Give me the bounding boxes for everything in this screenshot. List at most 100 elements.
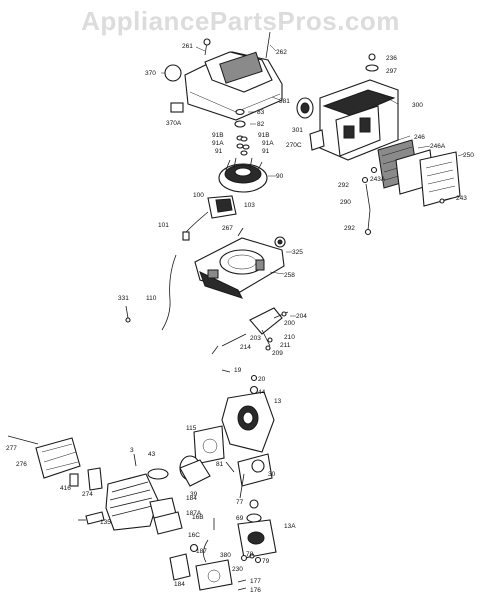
blower-housing[interactable] xyxy=(194,237,285,299)
label-292-upper: 292 xyxy=(338,182,349,189)
engine-shroud[interactable] xyxy=(184,51,283,121)
label-91a-left: 91A xyxy=(212,140,224,147)
clamp-292b[interactable] xyxy=(364,228,372,236)
air-cleaner-housing[interactable] xyxy=(319,79,399,161)
gasket-274[interactable] xyxy=(87,467,103,491)
tube-290[interactable] xyxy=(365,183,371,231)
tube-16c[interactable] xyxy=(203,539,209,563)
filter-187[interactable] xyxy=(189,543,199,553)
nut-group-91[interactable] xyxy=(236,135,250,156)
label-292-lower: 292 xyxy=(344,225,355,232)
bolt-277[interactable] xyxy=(7,435,39,445)
washer-83[interactable] xyxy=(235,108,245,116)
label-261: 261 xyxy=(182,43,193,50)
label-262: 262 xyxy=(276,49,287,56)
piston-ring-43[interactable] xyxy=(147,468,169,480)
gasket-416[interactable] xyxy=(69,473,79,487)
screw-176[interactable] xyxy=(237,587,247,591)
carburetor-linkage[interactable] xyxy=(221,307,289,351)
crankcase-13[interactable] xyxy=(221,391,275,453)
label-187a: 187A xyxy=(186,510,202,517)
wire-101[interactable] xyxy=(182,231,190,241)
watermark: AppliancePartsPros.com xyxy=(81,6,400,36)
gasket-243a[interactable] xyxy=(370,166,378,174)
piston-39[interactable] xyxy=(179,455,211,487)
spark-plug-135[interactable] xyxy=(78,511,105,525)
label-13a: 13A xyxy=(284,523,296,530)
air-cleaner-cover-250[interactable] xyxy=(419,151,461,207)
muffler-276[interactable] xyxy=(35,437,81,479)
label-30: 30 xyxy=(268,471,276,478)
starter-pawl-325[interactable] xyxy=(274,236,286,248)
screw-3[interactable] xyxy=(133,453,137,467)
label-297: 297 xyxy=(386,68,397,75)
label-187: 187 xyxy=(196,548,207,555)
label-267: 267 xyxy=(222,225,233,232)
label-103: 103 xyxy=(244,202,255,209)
decal-370a[interactable] xyxy=(170,102,184,113)
label-115: 115 xyxy=(186,425,197,432)
label-300: 300 xyxy=(412,102,423,109)
label-91b-right: 91B xyxy=(258,132,270,139)
label-44: 44 xyxy=(258,389,266,396)
label-246a: 246A xyxy=(430,143,446,150)
bearing-44[interactable] xyxy=(249,385,259,395)
label-91a-right: 91A xyxy=(262,140,274,147)
pin-19[interactable] xyxy=(221,369,231,373)
nut-236[interactable] xyxy=(368,53,376,61)
label-258: 258 xyxy=(284,272,295,279)
label-290: 290 xyxy=(340,199,351,206)
screw-331[interactable] xyxy=(125,305,131,323)
label-203: 203 xyxy=(250,335,261,342)
label-3: 3 xyxy=(130,447,134,454)
primer-bulb[interactable] xyxy=(164,64,182,82)
carburetor-bracket-230[interactable] xyxy=(195,559,233,591)
label-211: 211 xyxy=(280,342,291,349)
spark-plug-cap[interactable] xyxy=(203,38,211,56)
washer-297[interactable] xyxy=(365,64,379,72)
label-101: 101 xyxy=(158,222,169,229)
label-77: 77 xyxy=(236,499,244,506)
screw-177[interactable] xyxy=(237,579,247,583)
tank-13a[interactable] xyxy=(237,519,277,559)
shroud-screw[interactable] xyxy=(265,31,271,59)
cap-77[interactable] xyxy=(249,499,259,509)
washer-82[interactable] xyxy=(234,120,246,128)
label-16c: 16C xyxy=(188,532,200,539)
bolt-243[interactable] xyxy=(439,197,453,204)
part-number-labels: 261 262 370 370A 381 83 82 91B 91A 91 91… xyxy=(6,43,474,594)
label-176: 176 xyxy=(250,587,261,594)
label-184-upper: 184 xyxy=(186,495,197,502)
label-416: 416 xyxy=(60,485,71,492)
bolt-81[interactable] xyxy=(225,461,235,473)
ignition-module[interactable] xyxy=(185,195,237,233)
grommet-380[interactable] xyxy=(240,554,248,562)
gasket-115[interactable] xyxy=(193,425,225,465)
screw-267[interactable] xyxy=(237,227,244,237)
label-325: 325 xyxy=(292,249,303,256)
gasket-187a[interactable] xyxy=(153,511,183,535)
cylinder-head[interactable] xyxy=(105,473,159,531)
label-276: 276 xyxy=(16,461,27,468)
clamp-292a[interactable] xyxy=(361,176,369,184)
label-301: 301 xyxy=(292,127,303,134)
label-79: 79 xyxy=(262,558,270,565)
seal-20[interactable] xyxy=(250,374,258,382)
screw-214[interactable] xyxy=(211,345,219,355)
flywheel[interactable] xyxy=(218,157,268,193)
crankshaft-30[interactable] xyxy=(237,453,273,499)
valve-79[interactable] xyxy=(254,556,262,564)
valve-78[interactable] xyxy=(249,553,255,559)
gasket-270c[interactable] xyxy=(309,129,325,151)
label-230: 230 xyxy=(232,566,243,573)
gasket-184b[interactable] xyxy=(169,553,191,581)
seal-69[interactable] xyxy=(246,513,262,523)
label-380: 380 xyxy=(220,552,231,559)
label-381: 381 xyxy=(279,98,290,105)
throttle-cable-110[interactable] xyxy=(161,254,177,331)
label-204: 204 xyxy=(296,313,307,320)
fan-301[interactable] xyxy=(296,97,314,119)
label-250: 250 xyxy=(463,152,474,159)
label-90: 90 xyxy=(276,173,284,180)
